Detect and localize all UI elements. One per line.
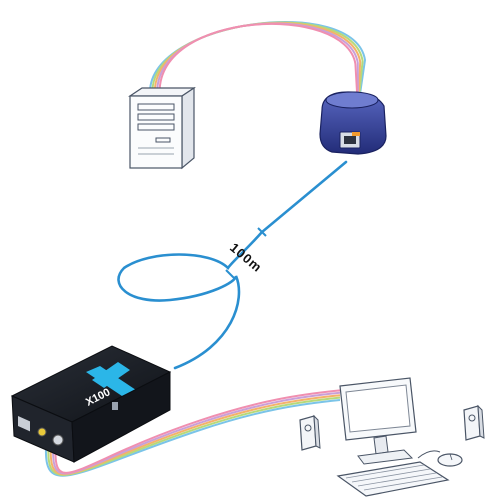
distance-label: 100m [227,240,265,275]
blue-cat-cable [117,160,348,370]
distance-marker-bottom [225,269,235,279]
rainbow-cable-top [149,21,367,95]
speaker-icon [463,404,485,441]
mouse-icon [417,450,463,467]
extender-receiver-icon: X100 [10,345,172,463]
monitor-icon [339,377,417,465]
rainbow-wire [52,391,341,475]
rainbow-wire [44,399,341,477]
rainbow-wire [47,396,341,476]
rj45-adapter-icon [319,91,387,155]
rainbow-cable-bottom [44,389,341,477]
rainbow-wire [49,394,341,476]
speaker-icon [299,414,321,451]
rainbow-wire [54,389,341,474]
desktop-tower-icon [128,86,196,170]
rainbow-wire [158,22,359,95]
distance-marker-top [257,227,267,237]
keyboard-icon [336,461,450,497]
